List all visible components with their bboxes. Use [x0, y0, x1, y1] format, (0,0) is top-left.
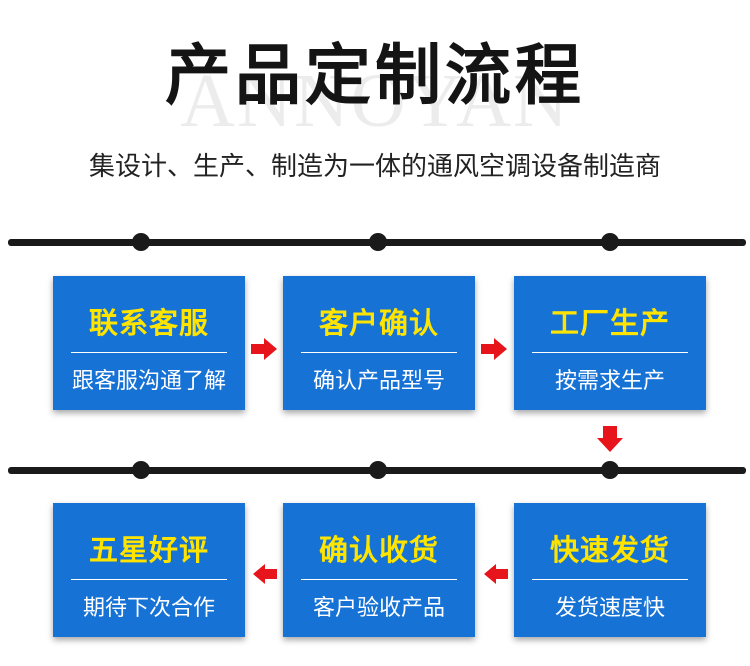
step-divider	[71, 352, 227, 353]
arrow-right-icon	[481, 338, 507, 360]
timeline-dot	[132, 461, 150, 479]
step-box-1: 联系客服 跟客服沟通了解	[53, 276, 245, 410]
step-divider	[71, 579, 227, 580]
step-title: 工厂生产	[549, 306, 670, 340]
step-title: 五星好评	[88, 533, 209, 567]
step-box-4: 快速发货 发货速度快	[514, 503, 706, 637]
step-desc: 期待下次合作	[82, 596, 215, 621]
timeline-dot	[132, 233, 150, 251]
timeline-dot	[601, 233, 619, 251]
step-divider	[532, 352, 688, 353]
step-box-5: 确认收货 客户验收产品	[283, 503, 475, 637]
step-title: 确认收货	[318, 533, 439, 567]
page-subtitle: 集设计、生产、制造为一体的通风空调设备制造商	[88, 152, 661, 182]
step-box-3: 工厂生产 按需求生产	[514, 276, 706, 410]
step-title: 客户确认	[318, 306, 439, 340]
step-divider	[301, 352, 457, 353]
arrow-right-icon	[251, 338, 277, 360]
step-desc: 客户验收产品	[312, 596, 445, 621]
step-title: 快速发货	[549, 533, 670, 567]
arrow-down-icon	[597, 426, 623, 452]
watermark-text: ANNOYAN	[180, 59, 570, 143]
step-desc: 按需求生产	[554, 369, 665, 394]
timeline-dot	[369, 461, 387, 479]
page-title: 产品定制流程	[165, 37, 585, 114]
arrow-left-icon	[253, 564, 277, 584]
step-title: 联系客服	[88, 306, 209, 340]
step-divider	[532, 579, 688, 580]
step-desc: 发货速度快	[554, 596, 665, 621]
timeline-dot	[601, 461, 619, 479]
step-divider	[301, 579, 457, 580]
arrow-left-icon	[484, 564, 508, 584]
step-box-2: 客户确认 确认产品型号	[283, 276, 475, 410]
step-box-6: 五星好评 期待下次合作	[53, 503, 245, 637]
step-desc: 确认产品型号	[312, 369, 445, 394]
timeline-dot	[369, 233, 387, 251]
step-desc: 跟客服沟通了解	[71, 369, 226, 394]
